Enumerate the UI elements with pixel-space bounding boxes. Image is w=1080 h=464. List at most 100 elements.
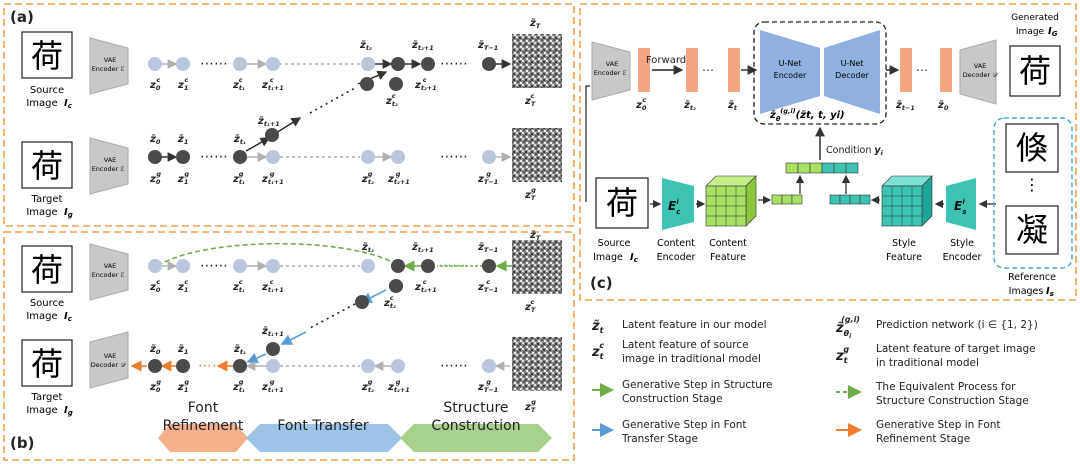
panel-c: VAE Encoder ℰ Forward ⋯ U-Net Encoder U-… [585, 13, 1073, 298]
source-symbol-b: Ic [64, 311, 73, 323]
content-encoder [662, 178, 694, 230]
target-glyph-b: 荷 [31, 345, 63, 383]
node-b-z1g [176, 359, 190, 373]
node-zt1-g [233, 150, 247, 164]
prediction-expression: z̃θ(g,i)(z̃t, t, yi) [769, 107, 845, 123]
legend-text-6b: in traditional model [876, 357, 979, 369]
node-zt1p1-g [266, 150, 280, 164]
vae-word: VAE [606, 60, 619, 68]
vae-encoder-label: Encoder ℰ [92, 165, 125, 173]
node-b-zt2-branch [389, 279, 403, 293]
style-feature-label-1: Style [892, 238, 916, 249]
target-label-a-2: Image [26, 207, 57, 218]
target-symbol-a: Ig [64, 207, 73, 219]
node-b-zt1p1g [266, 359, 280, 373]
legend-text-3a: Generative Step in Structure [622, 379, 773, 391]
node-b-zt1p1-ours [266, 342, 280, 356]
vae-word: VAE [974, 62, 987, 70]
node-zt1-c [233, 57, 247, 71]
label-b-zt2p1c: zt₂+1c [414, 278, 437, 294]
label-b-z0c: z0c [149, 278, 161, 294]
source-label-c-2: Image [593, 252, 623, 263]
ellipsis: ⋯⋯ [440, 149, 468, 165]
source-symbol-a: Ic [64, 98, 73, 110]
reference-glyph-top: 倏 [1016, 129, 1048, 167]
source-image-c [595, 177, 649, 229]
node-b-zt1g [233, 359, 247, 373]
blue-step [280, 331, 307, 345]
node-b-zt2p1 [421, 259, 435, 273]
reference-image-bottom [1005, 205, 1059, 255]
node-zt2-g [361, 150, 375, 164]
label-zt0: z̃0 [149, 133, 161, 146]
label-c-z0c: z0c [635, 96, 647, 112]
legend-symbol-zt: z̃t [591, 319, 605, 335]
target-label-b-2: Image [26, 405, 57, 416]
panel-c-label: (c) [590, 274, 613, 292]
node-zTm1-shared [482, 57, 496, 71]
blue-step [246, 352, 267, 364]
ellipsis: ⋯ [916, 63, 928, 77]
node-b-zt2p1g [391, 359, 405, 373]
node-zt1p1-c [266, 57, 280, 71]
label-zt1g: zt₁g [232, 170, 245, 186]
style-encoder-symbol: Esi [954, 198, 966, 216]
target-label-a-1: Target [31, 194, 63, 205]
unet-encoder-label: Encoder [774, 71, 807, 80]
legend-text-7b: Structure Construction Stage [876, 395, 1029, 407]
vae-decoder-b [89, 331, 129, 389]
label-zt2p1g: zt₂+1g [387, 170, 410, 186]
legend-text-2a: Latent feature of source [622, 339, 749, 351]
label-b-z1g: z1g [177, 378, 189, 394]
panel-b-label: (b) [10, 434, 34, 452]
unet-encoder [760, 30, 820, 114]
flow-line [309, 303, 356, 329]
vae-decoder-label: Decoder 𝒟 [963, 71, 999, 79]
latent-bar [686, 48, 698, 92]
node-b-zTm1g [482, 359, 496, 373]
content-feature-label-1: Content [709, 238, 747, 249]
reference-label-2: Images [1009, 286, 1044, 297]
reference-image-top [1005, 123, 1059, 173]
label-b-zt1: z̃1 [177, 343, 188, 356]
vae-word: VAE [104, 56, 117, 64]
label-zt2c: zt₂c [385, 92, 398, 108]
node-zt2-ours [360, 77, 374, 91]
label-b-zt-T: z̃T [529, 229, 541, 242]
label-c-zt: z̃t [727, 99, 738, 112]
label-b-z0g: z0g [149, 378, 161, 394]
stage-refinement-label-2: Refinement [163, 418, 244, 434]
legend-symbol-zc: ztc [591, 341, 605, 361]
stage-construction-arrow [400, 424, 552, 452]
label-b-zt1p1g: zt₁+1g [261, 378, 284, 394]
label-zt1c: zt₁c [232, 76, 245, 92]
stage-transfer-arrow [246, 424, 402, 452]
vae-word: VAE [104, 352, 117, 360]
node-b-zt2-ours [355, 295, 369, 309]
source-to-vae-line [585, 85, 590, 202]
node-zt1p1-ours [265, 128, 279, 142]
content-feature-cube [705, 175, 757, 227]
node-zt2p1-g [391, 150, 405, 164]
label-b-zt-t1p1: z̃t₁+1 [261, 325, 284, 338]
vae-word: VAE [104, 156, 117, 164]
source-symbol-c: Ic [630, 252, 639, 264]
source-label-b-1: Source [30, 298, 64, 309]
content-vector [771, 194, 803, 205]
target-image-b [21, 339, 73, 387]
stage-transfer-label: Font Transfer [277, 418, 368, 434]
label-zt2g: zt₂g [361, 170, 374, 186]
stage-refinement-label-1: Font [188, 400, 219, 416]
vae-encoder-a1 [89, 37, 129, 95]
source-label-a-1: Source [30, 85, 64, 96]
label-zt-t2: z̃t₂ [359, 39, 372, 52]
label-z0g: z0g [149, 170, 161, 186]
generated-image [1009, 45, 1061, 97]
label-b-zt2p1g: zt₂+1g [387, 378, 410, 394]
node-b-zt2c [361, 259, 375, 273]
label-b-zt2g: zt₂g [361, 378, 374, 394]
source-glyph-b: 荷 [31, 251, 63, 289]
source-glyph-a: 荷 [31, 37, 63, 75]
